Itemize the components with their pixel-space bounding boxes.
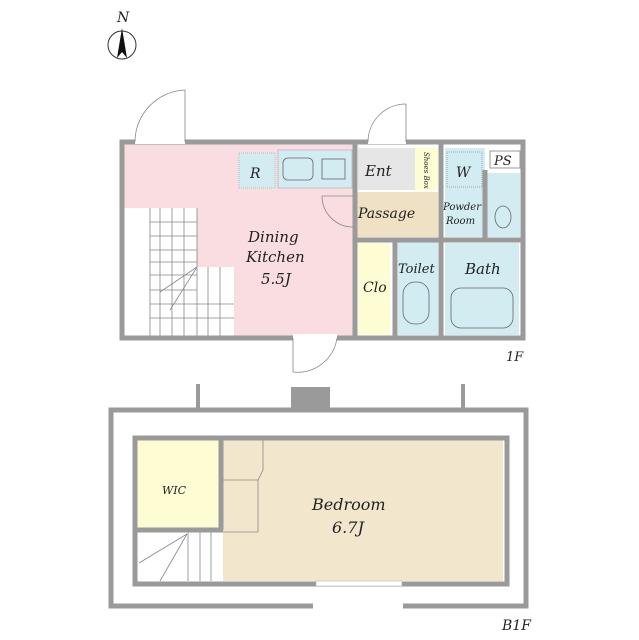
sink-icon [282, 157, 314, 181]
compass-label: N [116, 10, 130, 26]
powder-room [445, 148, 485, 237]
refrigerator-space [238, 152, 276, 189]
floor-b1f-label: B1F [501, 618, 532, 634]
washer-label: W [456, 165, 472, 181]
floor-1f-label: 1F [506, 350, 524, 365]
vanity-strip [487, 173, 520, 237]
bedroom-room [223, 440, 503, 581]
washer-space [446, 151, 483, 188]
closet-room [358, 243, 390, 335]
floor-1f: R Dining Kitchen 5.5J Ent Shoes Box Pass… [119, 89, 526, 373]
toilet-label: Toilet [398, 262, 435, 277]
washbasin-icon [494, 205, 512, 229]
shoes-box-label: Shoes Box [422, 152, 430, 189]
dining-label: Dining [247, 228, 299, 246]
bath-label: Bath [464, 260, 501, 278]
wic-room [137, 440, 220, 528]
stove-icon [321, 158, 346, 180]
ps-box [489, 150, 521, 169]
window-outer [313, 603, 403, 609]
bedroom-label: Bedroom [311, 495, 386, 514]
floor-b1f: WIC Bedroom 6.7J B1F [108, 384, 532, 634]
dk-size-label: 5.5J [261, 270, 292, 288]
powder-label: Powder [442, 202, 482, 213]
entrance-label: Ent [364, 162, 393, 180]
closet-label: Clo [363, 280, 387, 296]
chimney-block [291, 387, 330, 411]
staircase [124, 208, 234, 336]
entrance-room [358, 148, 415, 190]
shoes-box [415, 148, 438, 190]
passage-room [355, 192, 438, 237]
kitchen-counter [277, 149, 353, 189]
toilet-icon [402, 281, 430, 325]
bedroom-size-label: 6.7J [332, 518, 365, 537]
room-label: Room [445, 216, 475, 227]
bathtub-icon [450, 287, 514, 329]
north-compass-icon: N [107, 10, 137, 60]
window-inner [315, 580, 403, 587]
refrigerator-label: R [249, 166, 261, 182]
passage-label: Passage [357, 206, 415, 222]
ps-label: PS [493, 154, 512, 169]
door-swings [134, 89, 407, 373]
staircase-b1f [137, 532, 223, 582]
wic-label: WIC [162, 484, 187, 497]
kitchen-label: Kitchen [245, 248, 305, 266]
